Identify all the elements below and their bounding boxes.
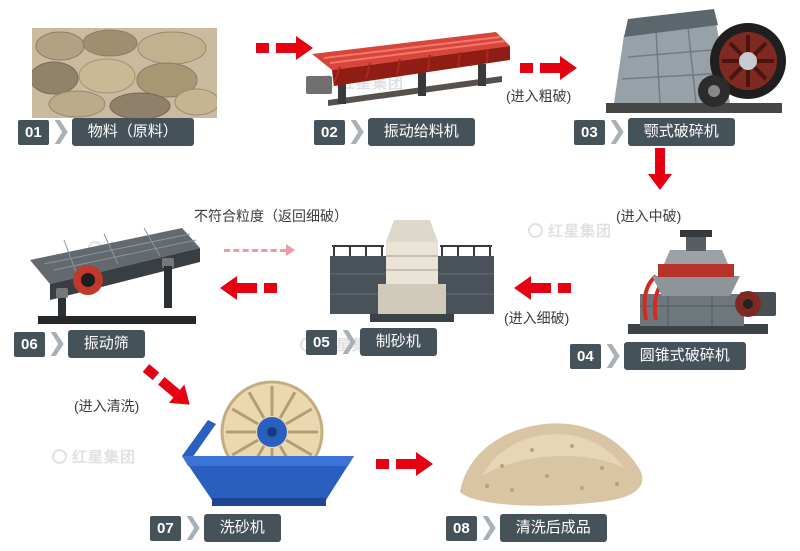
step-number: 02 <box>314 119 345 145</box>
label-chevron-icon <box>482 516 496 540</box>
arrow-right-icon <box>560 56 577 80</box>
return-dashed-arrow <box>224 244 295 256</box>
step-number: 06 <box>14 331 45 357</box>
label-chevron-icon <box>50 332 64 356</box>
label-chevron-icon <box>54 120 68 144</box>
dashed-line <box>224 248 286 252</box>
arrow-right-icon <box>416 452 433 476</box>
flow-arrow-07-to-08 <box>376 452 433 476</box>
flow-arrow-05-to-06 <box>220 276 277 300</box>
jaw-crusher-illustration <box>598 5 790 122</box>
step-label-05: 05 制砂机 <box>306 328 437 356</box>
step-name: 颚式破碎机 <box>627 118 735 146</box>
watermark-text: 红星集团 <box>72 449 137 466</box>
flow-arrow-02-to-03 <box>520 56 577 80</box>
arrow-left-icon <box>514 276 531 300</box>
step-name: 洗砂机 <box>203 514 281 542</box>
arrow-dash <box>520 63 533 73</box>
label-chevron-icon <box>350 120 364 144</box>
step-number: 01 <box>18 119 49 145</box>
watermark: 红星集团 <box>52 446 136 467</box>
step-name: 振动筛 <box>67 330 145 358</box>
arrow-shaft <box>237 283 257 293</box>
flow-arrow-04-to-05 <box>514 276 571 300</box>
step-number: 05 <box>306 329 337 355</box>
arrow-dash <box>558 283 571 293</box>
annotation-enter-coarse: (进入粗破) <box>506 88 572 104</box>
step-label-06: 06 振动筛 <box>14 330 145 358</box>
cone-crusher-illustration <box>612 228 784 345</box>
label-chevron-icon <box>610 120 624 144</box>
flow-arrow-03-to-04 <box>648 148 672 190</box>
step-number: 08 <box>446 515 477 541</box>
watermark: 红星集团 <box>528 220 612 241</box>
arrow-shaft <box>540 63 560 73</box>
arrow-left-icon <box>220 276 237 300</box>
step-label-03: 03 颚式破碎机 <box>574 118 735 146</box>
arrow-shaft <box>655 148 665 174</box>
arrow-right-icon <box>296 36 313 60</box>
arrow-dash <box>264 283 277 293</box>
arrow-dash <box>256 43 269 53</box>
step-name: 圆锥式破碎机 <box>623 342 746 370</box>
step-name: 物料（原料） <box>71 118 194 146</box>
arrow-right-icon <box>286 244 295 256</box>
step-label-07: 07 洗砂机 <box>150 514 281 542</box>
step-number: 04 <box>570 343 601 369</box>
vibrating-feeder-illustration <box>300 20 515 122</box>
watermark-text: 红星集团 <box>548 223 613 240</box>
step-label-04: 04 圆锥式破碎机 <box>570 342 746 370</box>
finished-sand-photo <box>452 406 648 515</box>
arrow-shaft <box>531 283 551 293</box>
raw-material-photo <box>29 28 220 123</box>
sand-washer-illustration <box>168 380 354 517</box>
vibrating-screen-illustration <box>24 222 210 331</box>
step-label-02: 02 振动给料机 <box>314 118 475 146</box>
annotation-enter-wash: (进入清洗) <box>74 398 140 414</box>
arrow-down-icon <box>648 174 672 190</box>
label-chevron-icon <box>606 344 620 368</box>
step-name: 清洗后成品 <box>499 514 607 542</box>
step-name: 制砂机 <box>359 328 437 356</box>
label-chevron-icon <box>342 330 356 354</box>
annotation-enter-medium: (进入中破) <box>616 208 682 224</box>
arrow-dash <box>376 459 389 469</box>
sand-making-machine-illustration <box>322 216 502 329</box>
annotation-enter-fine: (进入细破) <box>504 310 570 326</box>
step-number: 03 <box>574 119 605 145</box>
step-label-01: 01 物料（原料） <box>18 118 194 146</box>
watermark-logo-icon <box>52 449 67 464</box>
annotation-return-fine: 不符合粒度（返回细破） <box>194 208 348 224</box>
step-label-08: 08 清洗后成品 <box>446 514 607 542</box>
arrow-shaft <box>396 459 416 469</box>
step-name: 振动给料机 <box>367 118 475 146</box>
label-chevron-icon <box>186 516 200 540</box>
arrow-shaft <box>276 43 296 53</box>
watermark-logo-icon <box>528 223 543 238</box>
step-number: 07 <box>150 515 181 541</box>
flow-arrow-01-to-02 <box>256 36 313 60</box>
arrow-dash <box>142 364 160 381</box>
